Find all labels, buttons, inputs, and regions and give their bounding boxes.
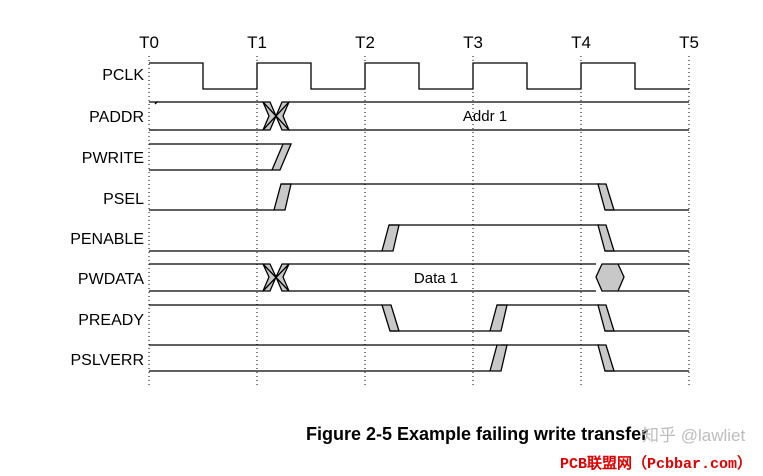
- waveform-pwdata: [149, 263, 689, 292]
- signal-label-pready: PREADY: [78, 312, 144, 329]
- signal-label-penable: PENABLE: [70, 231, 144, 248]
- time-marker-t0: T0: [139, 33, 159, 52]
- time-markers: T0 T1 T2 T3 T4 T5: [139, 33, 699, 52]
- time-marker-t1: T1: [247, 33, 267, 52]
- paddr-value-label: Addr 1: [463, 108, 507, 125]
- waveform-psel: [149, 183, 689, 211]
- pwdata-value-label: Data 1: [414, 270, 458, 287]
- waveform-pclk: [149, 62, 689, 90]
- time-marker-t2: T2: [355, 33, 375, 52]
- signal-labels: PCLK PADDR PWRITE PSEL PENABLE PWDATA PR…: [70, 67, 144, 369]
- waveform-pwrite: [149, 143, 292, 171]
- waveform-pslverr: [149, 344, 689, 372]
- signal-label-psel: PSEL: [103, 191, 144, 208]
- watermark-text: 知乎 @lawliet: [642, 426, 746, 445]
- signal-label-paddr: PADDR: [89, 109, 144, 126]
- time-marker-t3: T3: [463, 33, 483, 52]
- signal-label-pwrite: PWRITE: [82, 150, 144, 167]
- signal-label-pwdata: PWDATA: [78, 271, 144, 288]
- time-marker-t4: T4: [571, 33, 591, 52]
- waveform-penable: [149, 224, 689, 252]
- signal-label-pslverr: PSLVERR: [70, 352, 144, 369]
- paddr-transition-shape: [262, 101, 277, 131]
- signal-label-pclk: PCLK: [102, 67, 144, 84]
- time-marker-t5: T5: [679, 33, 699, 52]
- waveform-pready: [149, 304, 689, 332]
- waveform-paddr: [149, 101, 689, 131]
- time-grid: [148, 56, 690, 388]
- figure-caption: Figure 2-5 Example failing write transfe…: [306, 424, 649, 444]
- pwdata-end-transition-shape: [595, 263, 625, 292]
- footer-credit: PCB联盟网（Pcbbar.com）: [560, 456, 753, 473]
